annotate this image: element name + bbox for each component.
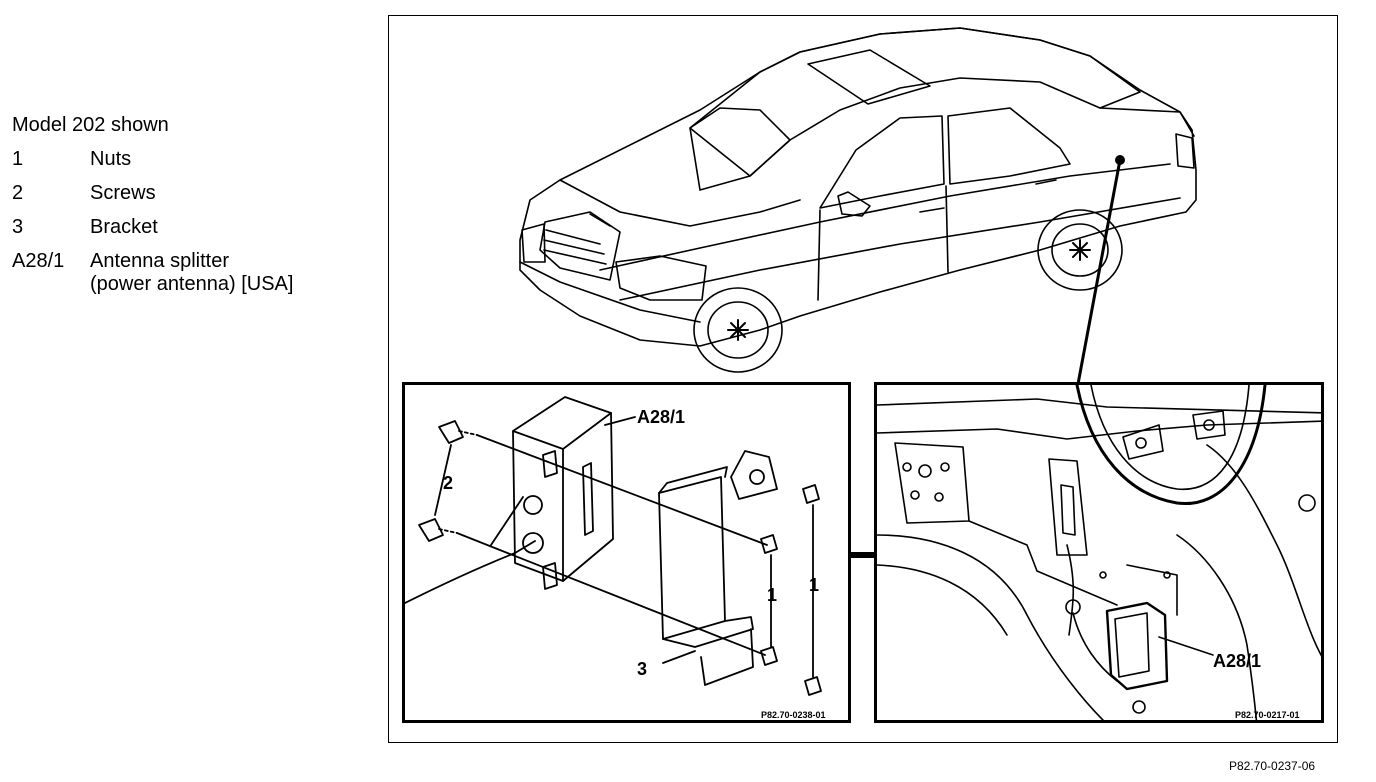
nut-4 [804,676,822,696]
leader-line [1076,159,1122,385]
connector-top [523,495,543,515]
antenna-splitter-unit [1105,601,1169,691]
antenna-mount [1048,458,1088,556]
alignment-line-2 [456,532,766,656]
left-panel [894,442,970,524]
legend-label: Nuts [90,148,132,170]
legend: Model 202 shown 1 Nuts 2 Screws 3 Bracke… [12,108,293,296]
component-callout-line [604,416,636,426]
nut-3 [802,484,820,504]
callout-component: A28/1 [1213,651,1261,671]
figure-ref-code: P82.70-0237-06 [1229,759,1316,773]
car-door-seam-b [945,185,949,273]
legend-label-continued: (power antenna) [USA] [90,273,294,295]
wheel-arch-inner [1090,385,1250,491]
car-grille [539,211,621,281]
inset-ref-code: P82.70-0217-01 [1235,710,1300,720]
legend-key: 3 [12,216,24,238]
legend-title: Model 202 shown [12,108,293,142]
legend-label: Screws [90,182,156,204]
car-body-outline [519,27,1197,347]
car-roof [689,27,1141,191]
inset-installed-location: A28/1 P82.70-0217-01 [874,382,1324,723]
car-beltline [599,163,1171,271]
bracket [658,476,726,640]
callout-nuts-a: 1 [767,585,777,605]
car-headlight [615,255,707,301]
legend-key: A28/1 [12,250,65,272]
car-handle-rear [1035,179,1057,185]
alignment-line-1 [476,434,768,546]
car-rear-window [947,107,1071,185]
splitter-slot [582,462,594,536]
inset-ref-code: P82.70-0238-01 [761,710,826,720]
nut-2 [760,646,778,666]
callout-bracket: 3 [637,659,647,679]
screw-callout-line [434,444,452,516]
legend-label: Antenna splitter [90,250,229,272]
exploded-view-drawing: A28/1 2 1 1 3 P82.70-0238-01 [405,396,826,720]
legend-label: Bracket [90,216,158,238]
bracket-ear [730,450,778,500]
figure-frame [388,15,1338,743]
legend-title-text: Model 202 shown [12,114,169,136]
car-sunroof [807,49,931,105]
car-front-window [819,115,945,209]
car-tail-light [1175,133,1195,169]
screw-upper [438,420,464,444]
car-hood-line [559,179,801,227]
car-windshield [689,107,791,177]
callout-screws: 2 [443,473,453,493]
car-rear-wheel [1037,209,1123,291]
splitter-box [512,396,614,582]
car-mirror [837,191,871,217]
car-handle-front [919,207,945,213]
mount-tab-lower [542,562,558,590]
mount-tab-upper [542,450,558,478]
legend-key: 1 [12,148,24,170]
wheel-arch [1075,385,1267,506]
connector-bottom [522,532,544,554]
legend-item-nuts: 1 Nuts [12,142,293,176]
legend-item-bracket: 3 Bracket [12,210,293,244]
inset-exploded-view: A28/1 2 1 1 3 P82.70-0238-01 [402,382,851,723]
screw-lower [418,518,444,542]
car-bumper [519,261,701,323]
car-left-headlight [521,223,546,263]
car-front-wheel [693,287,783,373]
inset-connector [851,552,875,558]
bracket-callout-line [662,650,696,664]
nut-1 [760,534,778,554]
component-callout-line [1158,636,1214,656]
legend-key: 2 [12,182,24,204]
car-rub-strip [619,197,1181,301]
legend-item-screws: 2 Screws [12,176,293,210]
installed-location-drawing: A28/1 P82.70-0217-01 [877,385,1321,720]
callout-nuts-b: 1 [809,575,819,595]
legend-item-antenna-splitter: A28/1 Antenna splitter [12,244,293,278]
car-door-seam-a [817,209,821,301]
callout-component: A28/1 [637,407,685,427]
